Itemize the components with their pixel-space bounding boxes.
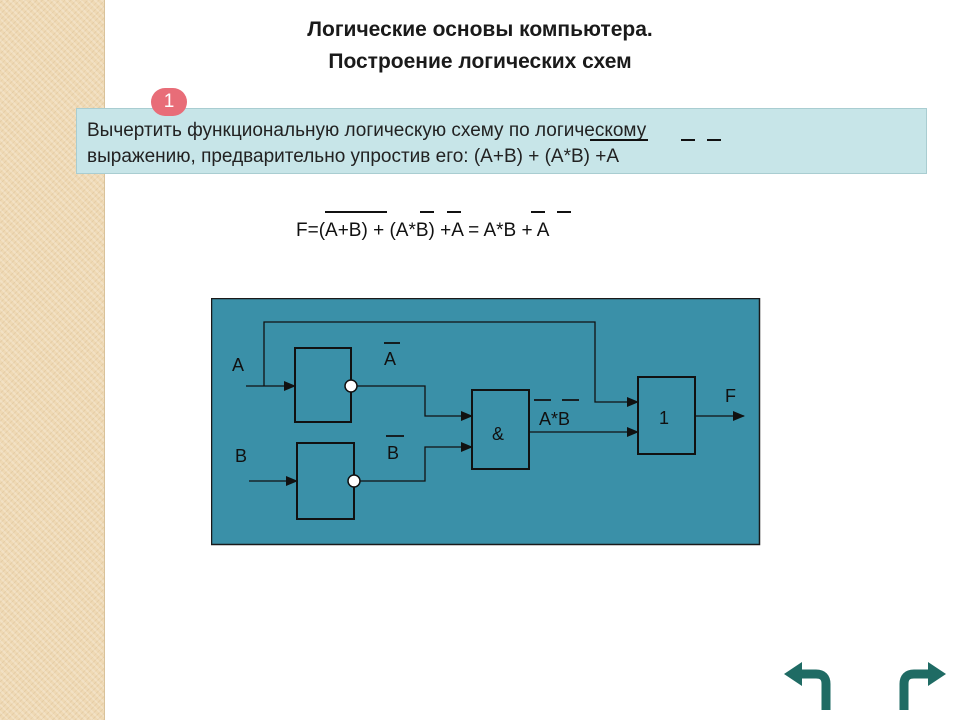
forward-button[interactable] bbox=[898, 662, 948, 712]
formula-overline-b bbox=[447, 211, 461, 213]
formula-text: F=(A+B) + (A*B) +A = A*B + A bbox=[296, 220, 550, 241]
label-output-f: F bbox=[725, 386, 736, 406]
return-forward-icon bbox=[899, 662, 946, 710]
wire-not-a-to-and bbox=[357, 385, 473, 421]
task-overline-a-plus-b bbox=[590, 139, 648, 141]
back-button[interactable] bbox=[782, 662, 832, 712]
logic-circuit-diagram: A B A B A*B F & 1 bbox=[211, 298, 761, 546]
task-overline-a bbox=[681, 139, 695, 141]
task-statement: Вычертить функциональную логическую схем… bbox=[76, 108, 927, 174]
title-line-2: Построение логических схем bbox=[328, 50, 632, 73]
or-gate-symbol: 1 bbox=[659, 408, 669, 428]
wire-a-to-or bbox=[263, 321, 639, 407]
wire-not-b-to-and bbox=[360, 442, 473, 482]
label-not-a: A bbox=[384, 349, 396, 369]
formula-overline-a bbox=[420, 211, 434, 213]
simplified-formula: F=(A+B) + (A*B) +A = A*B + A bbox=[296, 211, 571, 242]
task-line-2: выражению, предварительно упростив его: … bbox=[87, 146, 620, 167]
not-gate-b-inversion-bubble bbox=[347, 474, 361, 488]
task-line-1: Вычертить функциональную логическую схем… bbox=[87, 120, 647, 141]
formula-overline-a-2 bbox=[531, 211, 545, 213]
label-input-b: B bbox=[235, 446, 247, 466]
and-gate bbox=[471, 389, 530, 470]
page-title: Логические основы компьютера. Построение… bbox=[130, 14, 830, 78]
title-line-1: Логические основы компьютера. bbox=[307, 18, 653, 41]
label-and-output: A*B bbox=[539, 409, 570, 429]
formula-overline-b-2 bbox=[557, 211, 571, 213]
task-overline-b bbox=[707, 139, 721, 141]
not-gate-a-inversion-bubble bbox=[344, 379, 358, 393]
return-back-icon bbox=[784, 662, 831, 710]
label-input-a: A bbox=[232, 355, 244, 375]
task-number-badge: 1 bbox=[151, 88, 187, 116]
diagram-background bbox=[211, 298, 761, 546]
and-gate-symbol: & bbox=[492, 424, 504, 444]
formula-overline-a-plus-b bbox=[325, 211, 387, 213]
label-not-b: B bbox=[387, 443, 399, 463]
